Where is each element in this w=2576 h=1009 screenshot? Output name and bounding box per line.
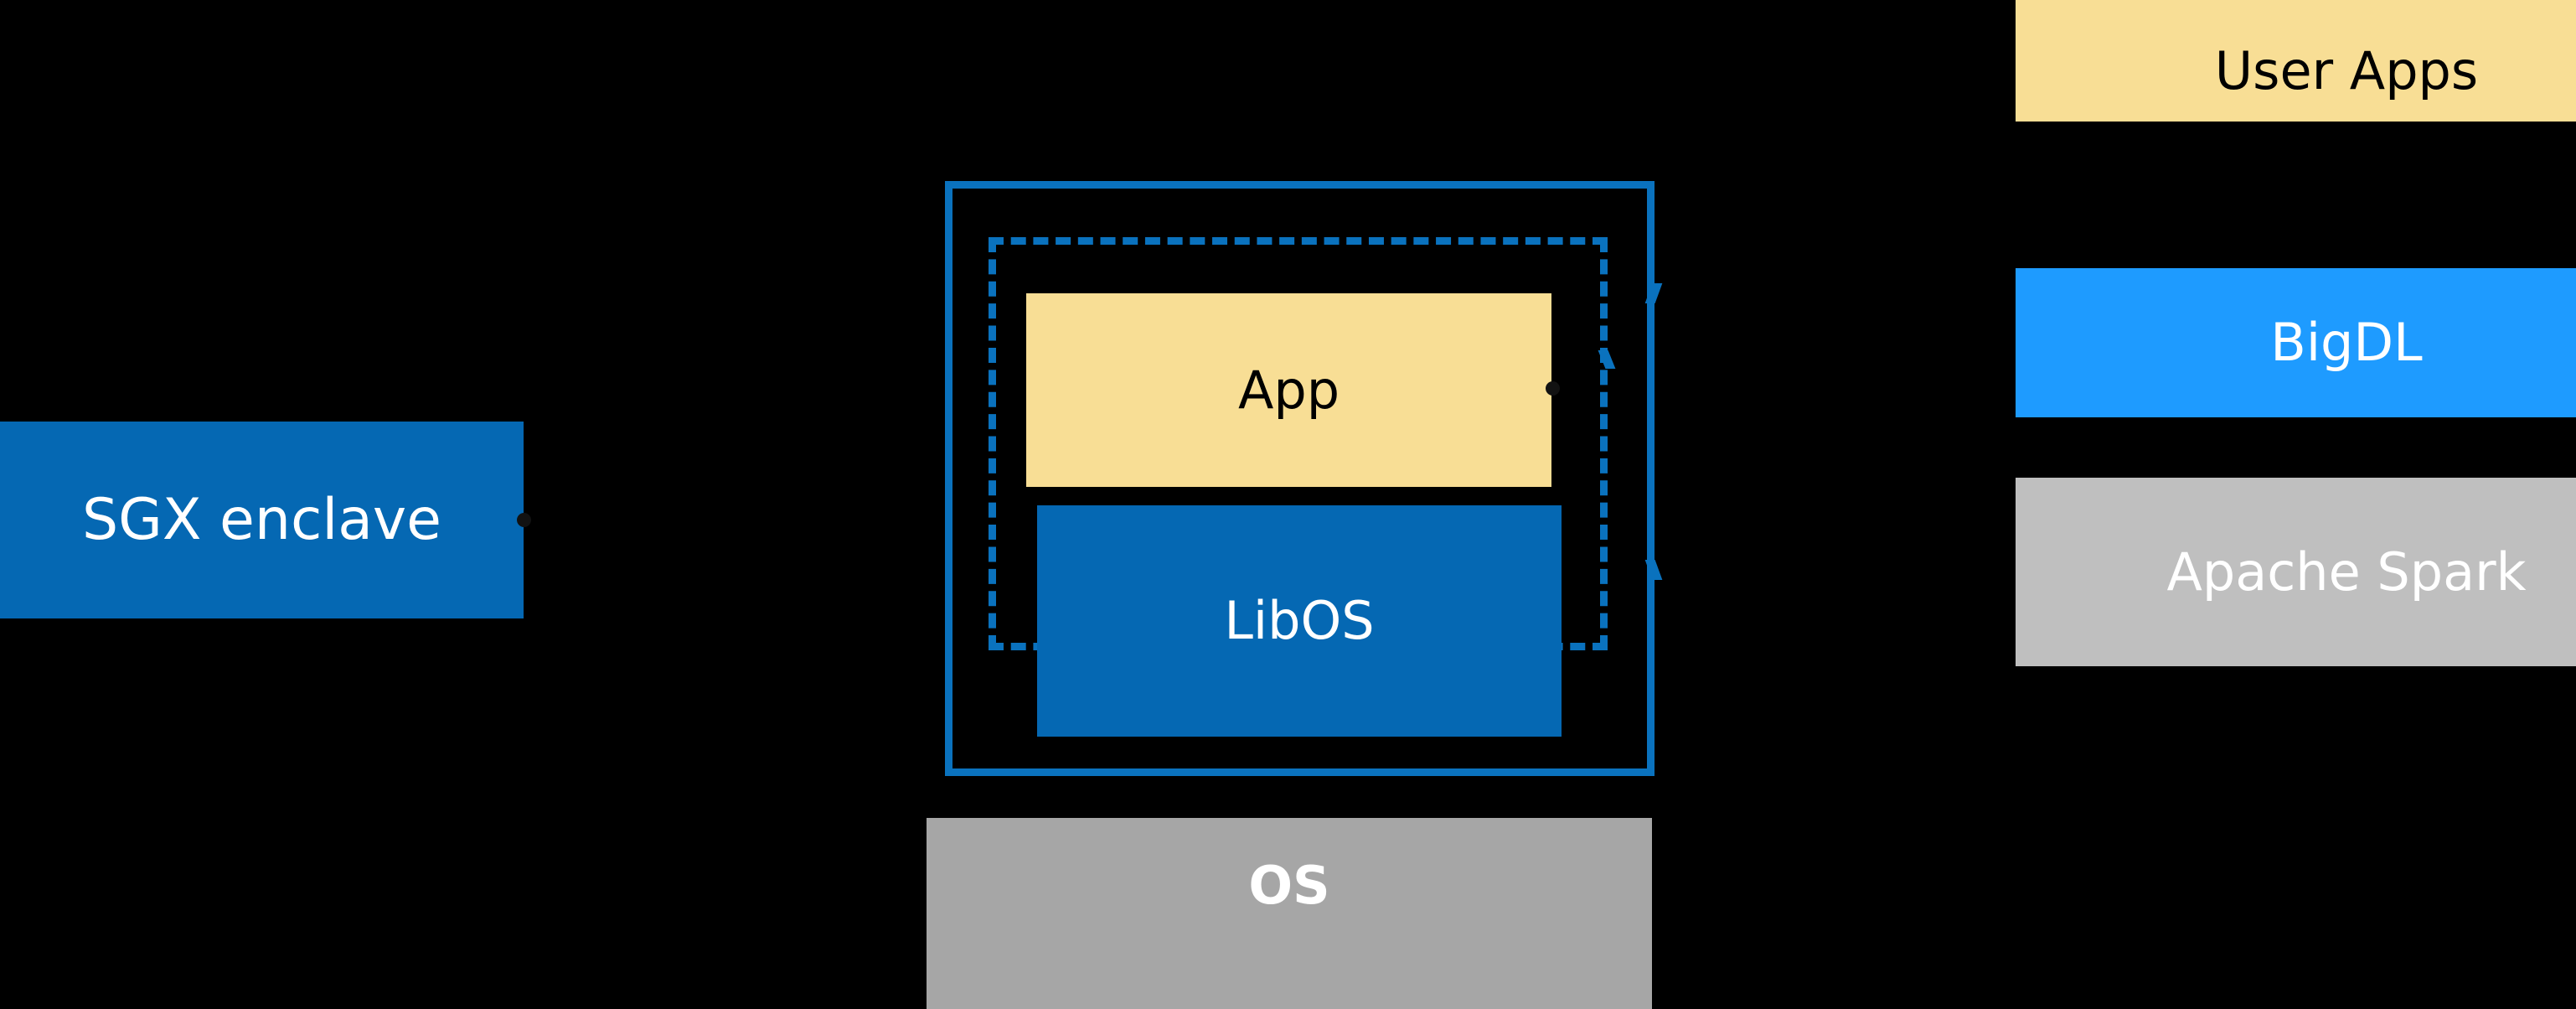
app-box: App <box>1026 293 1551 487</box>
apache-spark-label: Apache Spark <box>2166 541 2527 603</box>
user-apps-label: User Apps <box>2214 39 2479 101</box>
os-label: OS <box>1248 855 1330 916</box>
sgx-enclave-box: SGX enclave <box>0 422 524 618</box>
sgx-enclave-label: SGX enclave <box>81 486 442 553</box>
libos-box: LibOS <box>1037 505 1562 737</box>
app-connector-dot-icon <box>1546 381 1560 396</box>
libos-label: LibOS <box>1224 590 1375 652</box>
enclave-boundary-solid <box>945 181 1655 776</box>
os-box: OS <box>927 818 1652 1009</box>
user-apps-box: User Apps <box>2016 0 2576 122</box>
app-label: App <box>1237 359 1340 421</box>
bigdl-box: BigDL <box>2016 268 2576 417</box>
apache-spark-box: Apache Spark <box>2016 478 2576 666</box>
sgx-connector-dot-icon <box>517 513 531 527</box>
bigdl-label: BigDL <box>2270 312 2423 374</box>
